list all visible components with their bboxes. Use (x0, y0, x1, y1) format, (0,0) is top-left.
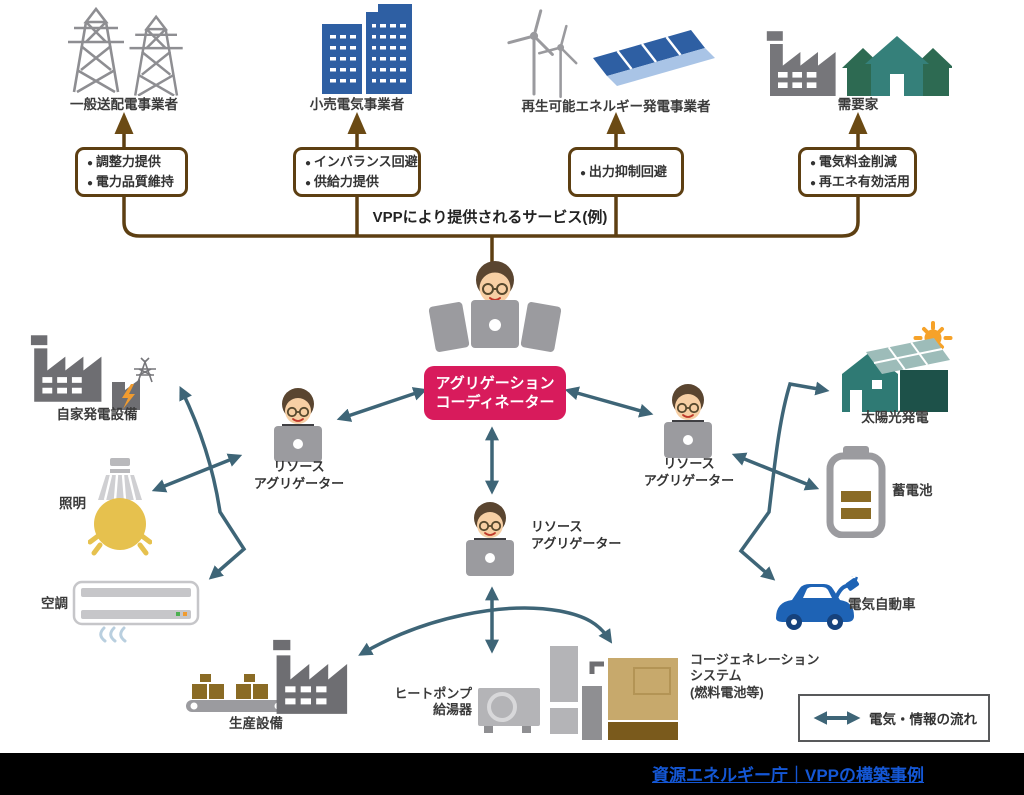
vpp-services-bracket-label: VPPにより提供されるサービス(例) (366, 203, 614, 229)
legend-label: 電気・情報の流れ (869, 712, 977, 727)
battery-icon (826, 446, 886, 538)
solar-house-icon (842, 321, 953, 412)
cogeneration-label: コージェネレーション システム (燃料電池等) (690, 652, 820, 700)
resource-aggregator-right-icon (664, 384, 712, 458)
cogeneration-icon (582, 658, 678, 740)
service-box-transmission: 調整力提供 電力品質維持 (75, 147, 188, 197)
solar-label: 太陽光発電 (861, 410, 929, 425)
ev-label: 電気自動車 (848, 597, 916, 612)
resource-aggregator-left-label: リソース アグリゲーター (253, 459, 345, 491)
self-generation-label: 自家発電設備 (56, 407, 138, 422)
legend-box: 電気・情報の流れ (798, 694, 990, 742)
lighting-icon (88, 458, 152, 556)
battery-label: 蓄電池 (892, 483, 933, 498)
resource-aggregator-bottom-label: リソース アグリゲーター (531, 519, 622, 551)
source-link[interactable]: 資源エネルギー庁｜VPPの構築事例 (651, 766, 925, 785)
wind-solar-icon (507, 9, 715, 98)
resource-aggregator-left-icon (274, 388, 322, 462)
production-label: 生産設備 (229, 716, 283, 731)
retail-buildings-icon (322, 4, 412, 94)
ev-car-icon (776, 576, 859, 630)
footer-bar: 資源エネルギー庁｜VPPの構築事例 (0, 753, 1024, 795)
air-conditioner-label: 空調 (41, 596, 68, 611)
coordinator-label: アグリゲーション コーディネーター (424, 366, 566, 420)
heat-pump-label: ヒートポンプ 給湯器 (394, 686, 472, 718)
resource-aggregator-right-label: リソース アグリゲーター (643, 456, 735, 488)
service-box-retail: インバランス回避 供給力提供 (293, 147, 421, 197)
entity-label-renewable: 再生可能エネルギー発電事業者 (521, 99, 711, 114)
demand-factory-houses-icon (766, 31, 952, 96)
service-box-demand: 電気料金削減 再エネ有効活用 (798, 147, 917, 197)
entity-label-demand: 需要家 (837, 97, 879, 112)
conveyor-icon (186, 674, 286, 712)
production-factory-icon (273, 639, 348, 714)
heat-pump-icon (478, 646, 578, 734)
resource-aggregator-bottom-icon (466, 502, 514, 576)
service-box-renewable: 出力抑制回避 (568, 147, 684, 197)
entity-label-retail: 小売電気事業者 (309, 97, 405, 112)
coordinator-person-icon (428, 261, 562, 352)
entity-label-transmission: 一般送配電事業者 (70, 97, 178, 112)
lighting-label: 照明 (59, 496, 86, 511)
legend-arrow-icon (813, 711, 861, 725)
transmission-towers-icon (68, 6, 184, 96)
air-conditioner-icon (72, 580, 200, 643)
self-generation-icon (30, 335, 156, 410)
